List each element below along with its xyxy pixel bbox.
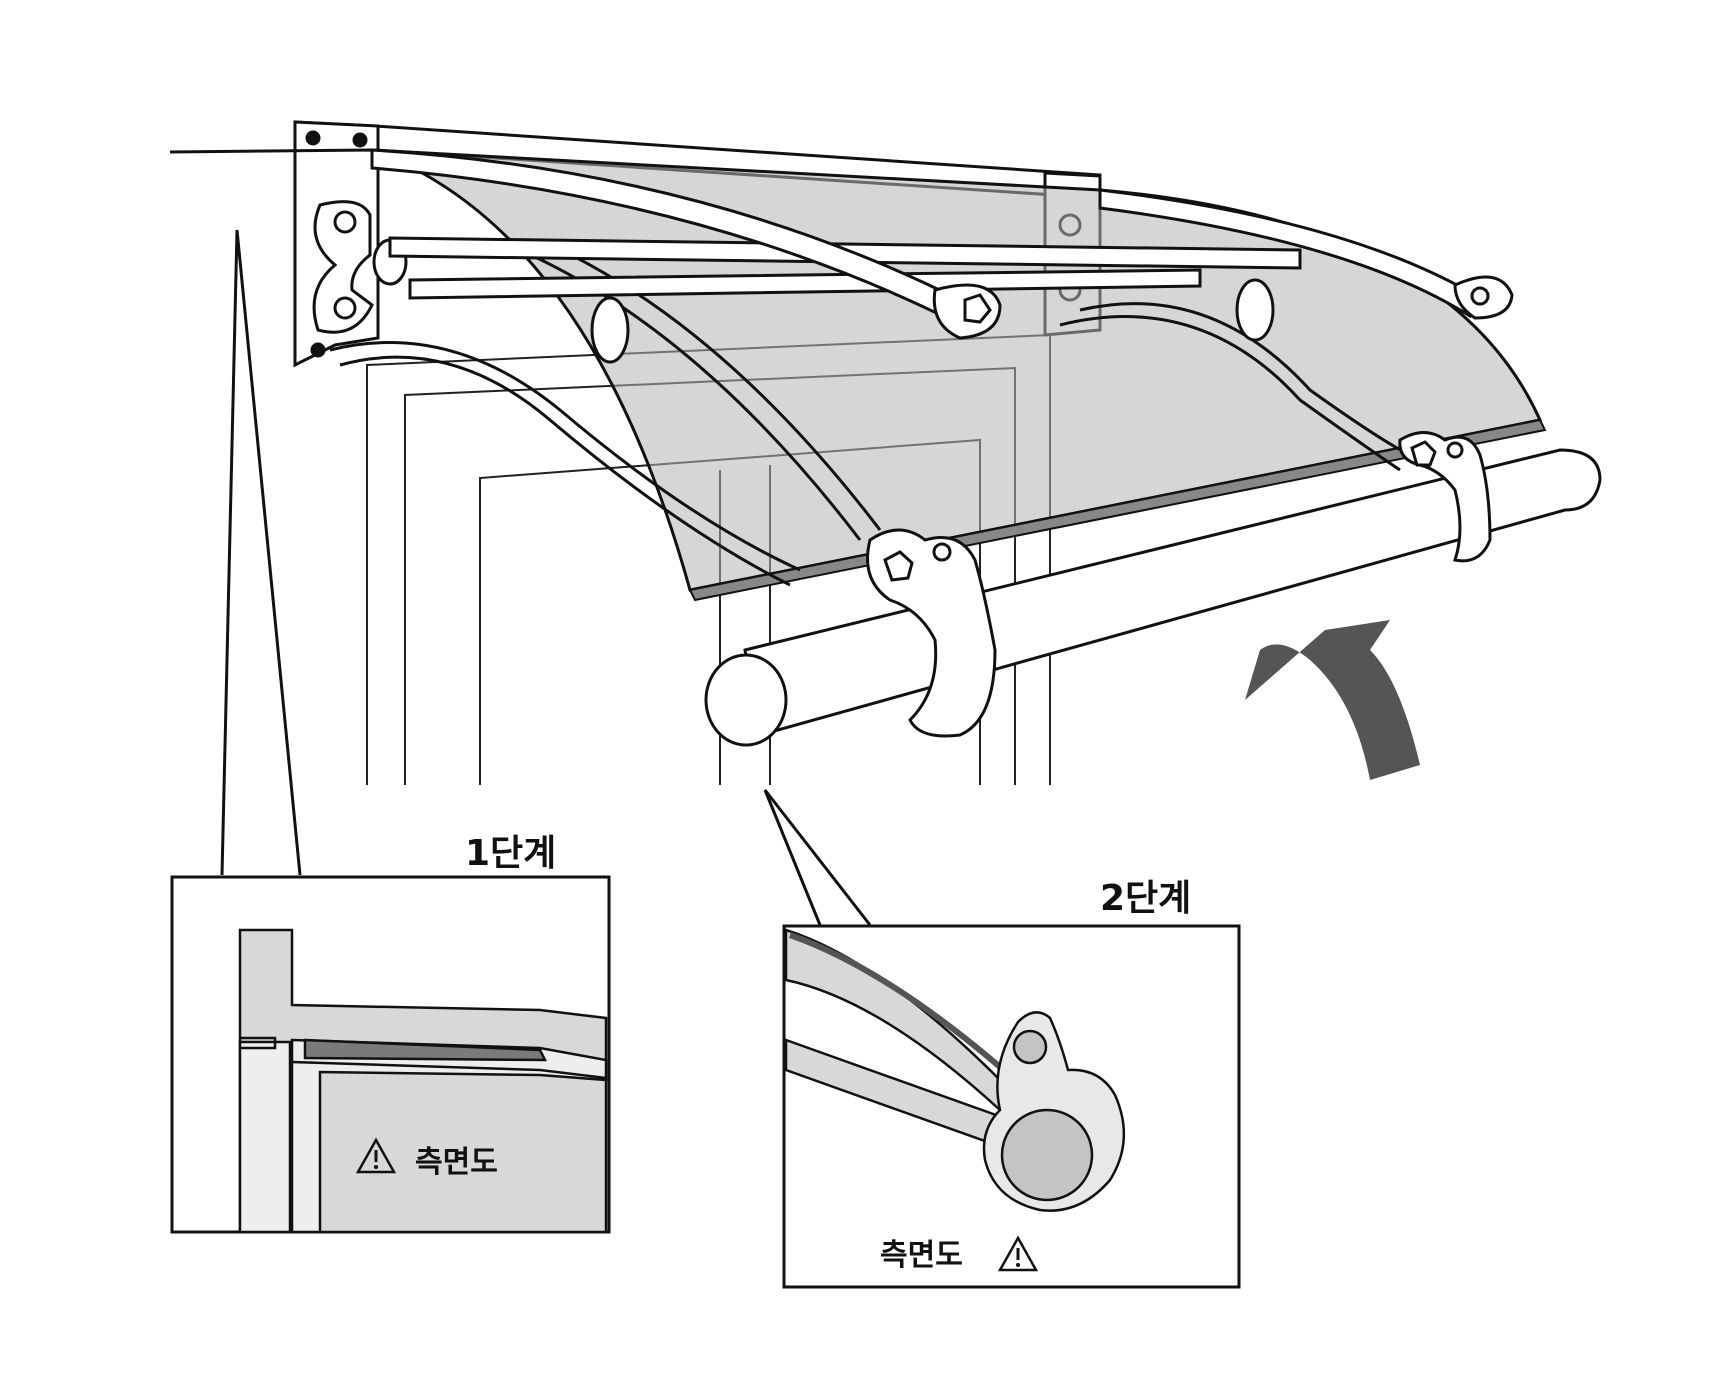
support-arm-holes	[590, 278, 1275, 364]
tube-clamp-left	[866, 528, 997, 738]
rotate-up-arrow	[1245, 620, 1420, 780]
warning-icon	[997, 1235, 1039, 1272]
step1-label: 1단계	[465, 833, 556, 874]
cross-rods	[388, 236, 1302, 300]
callout-leaders	[220, 229, 872, 926]
tube-clamp-right	[1398, 431, 1492, 563]
tension-arms	[370, 148, 1514, 340]
step1-side-view-caption: 측면도	[415, 1145, 498, 1180]
step2-side-view-caption: 측면도	[880, 1238, 963, 1273]
step2-label: 2단계	[1100, 878, 1191, 919]
step2-panel: 2단계 측면도	[782, 878, 1241, 1289]
step1-panel: 1단계 측면도	[170, 833, 611, 1234]
support-arms	[329, 238, 1411, 587]
warning-icon	[355, 1137, 397, 1174]
